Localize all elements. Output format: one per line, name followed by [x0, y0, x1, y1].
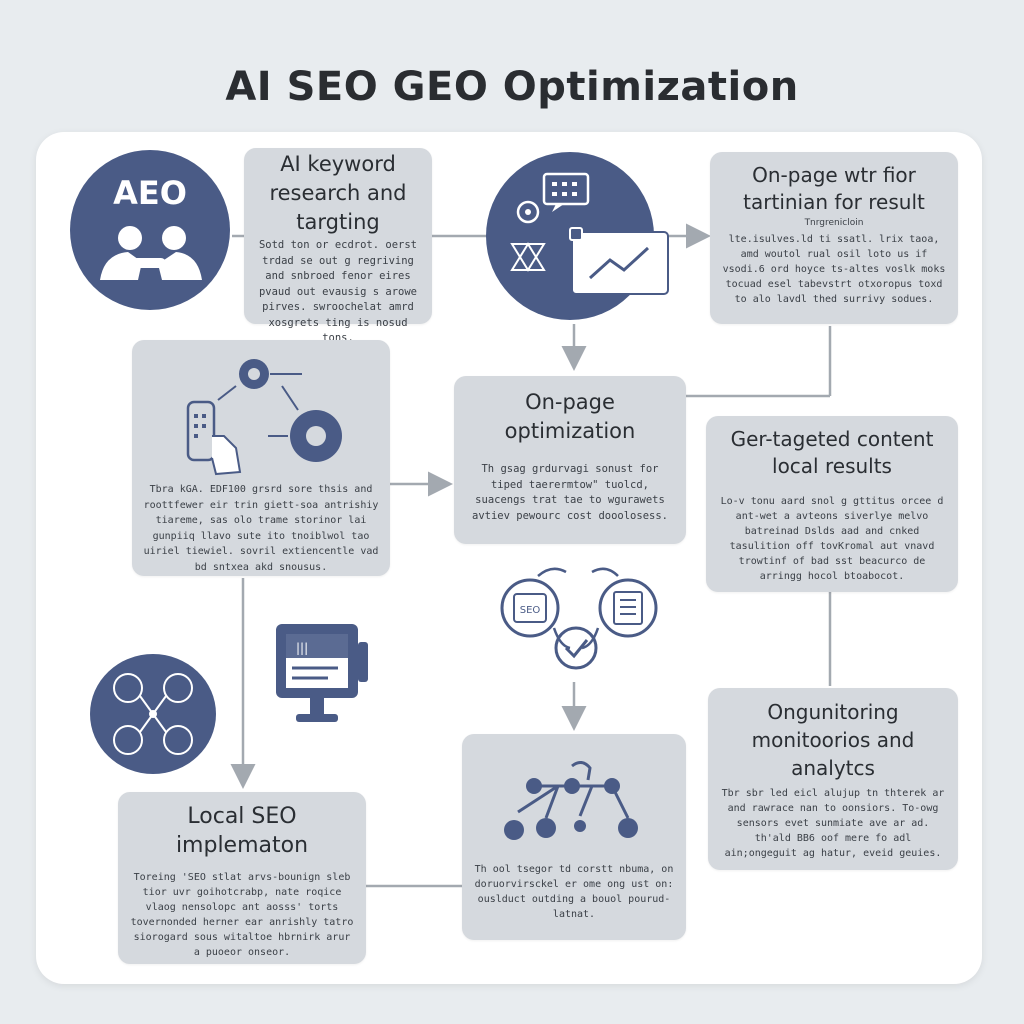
aeo-circle: AEO: [70, 150, 230, 310]
tools-illustration: [186, 359, 342, 476]
card-onpage-result-body: lte.isulves.ld ti ssatl. lrix taoa, amd …: [722, 234, 946, 305]
gear-small-icon: [239, 359, 269, 389]
local-network-icons: [113, 673, 193, 755]
gear-large-icon: [290, 410, 342, 462]
card-onpage-result: On-page wtr fior tartinian for result Tn…: [710, 152, 958, 324]
card-local-heading: Local SEO implematon: [175, 804, 309, 858]
card-geo-targeted: Ger-tageted content local results Lo-v t…: [706, 416, 958, 592]
network-icon: [510, 242, 546, 272]
cycle-arrow-icon: [537, 567, 567, 577]
hub-network-icon: [504, 761, 638, 840]
gear-icon: [516, 200, 540, 224]
document-icon: [598, 578, 658, 638]
card-tools: Tbra kGA. EDF100 grsrd sore thsis and ro…: [132, 340, 390, 576]
card-onpage-result-heading: On-page wtr fior tartinian for result: [743, 163, 925, 214]
card-onpage-body: Th gsag grdurvagi sonust for tiped taere…: [472, 463, 668, 522]
local-network-circle: [90, 654, 216, 774]
card-geo-body: Lo-v tonu aard snol g gttitus orcee d an…: [720, 496, 944, 582]
desktop-monitor-icon: |||: [276, 624, 368, 722]
screen-bars-text: |||: [296, 641, 308, 655]
chat-bubble-icon: [542, 172, 590, 206]
card-onpage-optimization: On-page optimization Th gsag grdurvagi s…: [454, 376, 686, 544]
aeo-badge: AEO: [113, 174, 187, 212]
people-handshake-icon: [100, 226, 202, 280]
analytics-icons: [510, 172, 669, 295]
card-hub: Th ool tsegor td corstt nbuma, on doruor…: [462, 734, 686, 940]
chart-screen-icon: [571, 231, 669, 295]
card-onpage-heading: On-page optimization: [504, 390, 636, 443]
card-monitoring-heading: Ongunitoring monitoorios and analytcs: [751, 700, 915, 780]
card-keyword-body: Sotd ton or ecdrot. oerst trdad se out g…: [258, 239, 418, 344]
process-cycle-icons: SEO: [500, 567, 658, 670]
seo-report-label: SEO: [520, 605, 541, 616]
card-monitoring-body: Tbr sbr led eicl alujup tn thterek ar an…: [721, 788, 945, 859]
card-tools-body: Tbra kGA. EDF100 grsrd sore thsis and ro…: [143, 484, 379, 573]
card-keyword-research: AI keyword research and targting Sotd to…: [244, 148, 432, 344]
card-monitoring: Ongunitoring monitoorios and analytcs Tb…: [708, 688, 958, 870]
card-geo-heading: Ger-tageted content local results: [730, 427, 934, 478]
seo-report-icon: [500, 578, 560, 638]
analytics-circle: [486, 152, 669, 320]
card-hub-body: Th ool tsegor td corstt nbuma, on doruor…: [474, 864, 674, 920]
card-keyword-heading: AI keyword research and targting: [269, 152, 407, 234]
card-local-body: Toreing 'SEO stlat arvs-bounign sleb tio…: [130, 872, 354, 958]
page-title: AI SEO GEO Optimization: [225, 64, 799, 110]
card-local-seo: Local SEO implematon Toreing 'SEO stlat …: [118, 792, 366, 964]
check-circle-icon: [554, 626, 598, 670]
card-onpage-result-subheading: Tnrgrenicloin: [804, 218, 864, 228]
phone-hand-icon: [186, 400, 216, 462]
